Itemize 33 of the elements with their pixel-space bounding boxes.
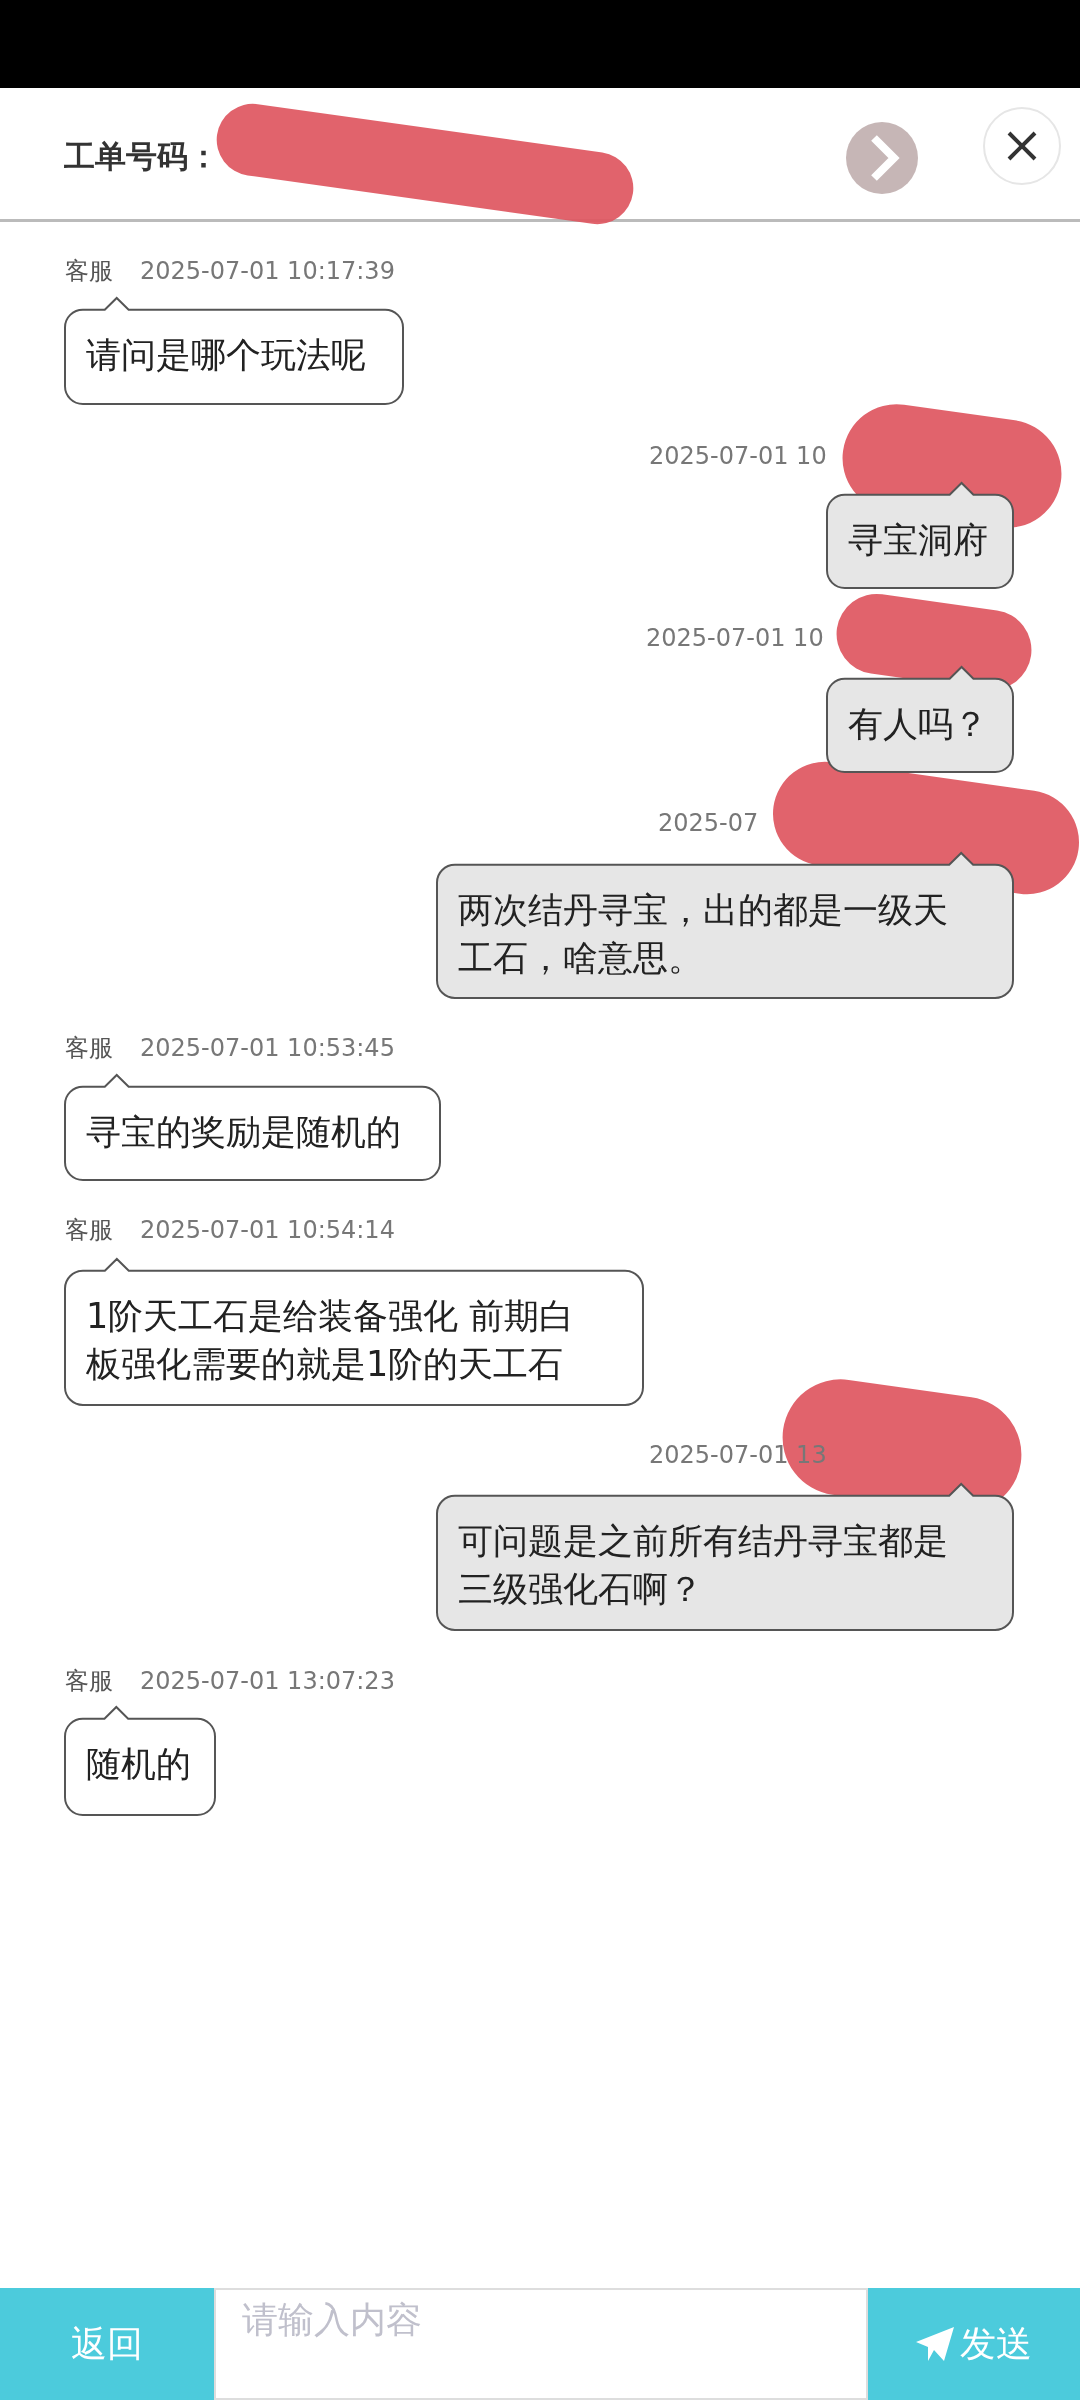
header-label: 工单号码： (64, 137, 219, 176)
back-button: 返回 (0, 2288, 214, 2400)
message-text: 有人吗？ (848, 703, 989, 746)
chat-bubble (64, 295, 404, 405)
timestamp: 2025-07-01 10 (646, 623, 824, 653)
message-text: 1阶天工石是给装备强化 前期白板强化需要的就是1阶的天工石 (86, 1295, 576, 1386)
sender-name: 客服 (65, 1033, 113, 1063)
chat-bubble (826, 664, 1014, 773)
message-text: 请问是哪个玩法呢 (86, 334, 367, 377)
message-text: 寻宝的奖励是随机的 (86, 1111, 402, 1154)
chat-bubble (64, 1072, 441, 1181)
placeholder-text: 请输入内容 (242, 2298, 422, 2342)
chat-bubble (826, 480, 1014, 589)
sender-name: 客服 (65, 1666, 113, 1696)
chat-bubble (64, 1704, 216, 1816)
timestamp: 2025-07-01 13 (649, 1440, 827, 1470)
timestamp: 2025-07-01 10 (649, 441, 827, 471)
message-text: 两次结丹寻宝，出的都是一级天工石，啥意思。 (458, 889, 949, 980)
timestamp: 2025-07 (658, 808, 759, 838)
timestamp: 2025-07-01 10:53:45 (140, 1033, 395, 1063)
sender-name: 客服 (65, 256, 113, 286)
timestamp: 2025-07-01 10:17:39 (140, 256, 395, 286)
timestamp: 2025-07-01 10:54:14 (140, 1215, 395, 1245)
message-text: 随机的 (86, 1743, 192, 1786)
message-text: 寻宝洞府 (848, 519, 989, 562)
status-bar (0, 0, 1080, 88)
sender-name: 客服 (65, 1215, 113, 1245)
chat-bubble (436, 1481, 1014, 1631)
send-button: 发送 (868, 2288, 1080, 2400)
chat-bubble (64, 1256, 644, 1406)
timestamp: 2025-07-01 13:07:23 (140, 1666, 395, 1696)
message-text: 可问题是之前所有结丹寻宝都是三级强化石啊？ (458, 1520, 949, 1611)
chat-bubble (436, 850, 1014, 999)
